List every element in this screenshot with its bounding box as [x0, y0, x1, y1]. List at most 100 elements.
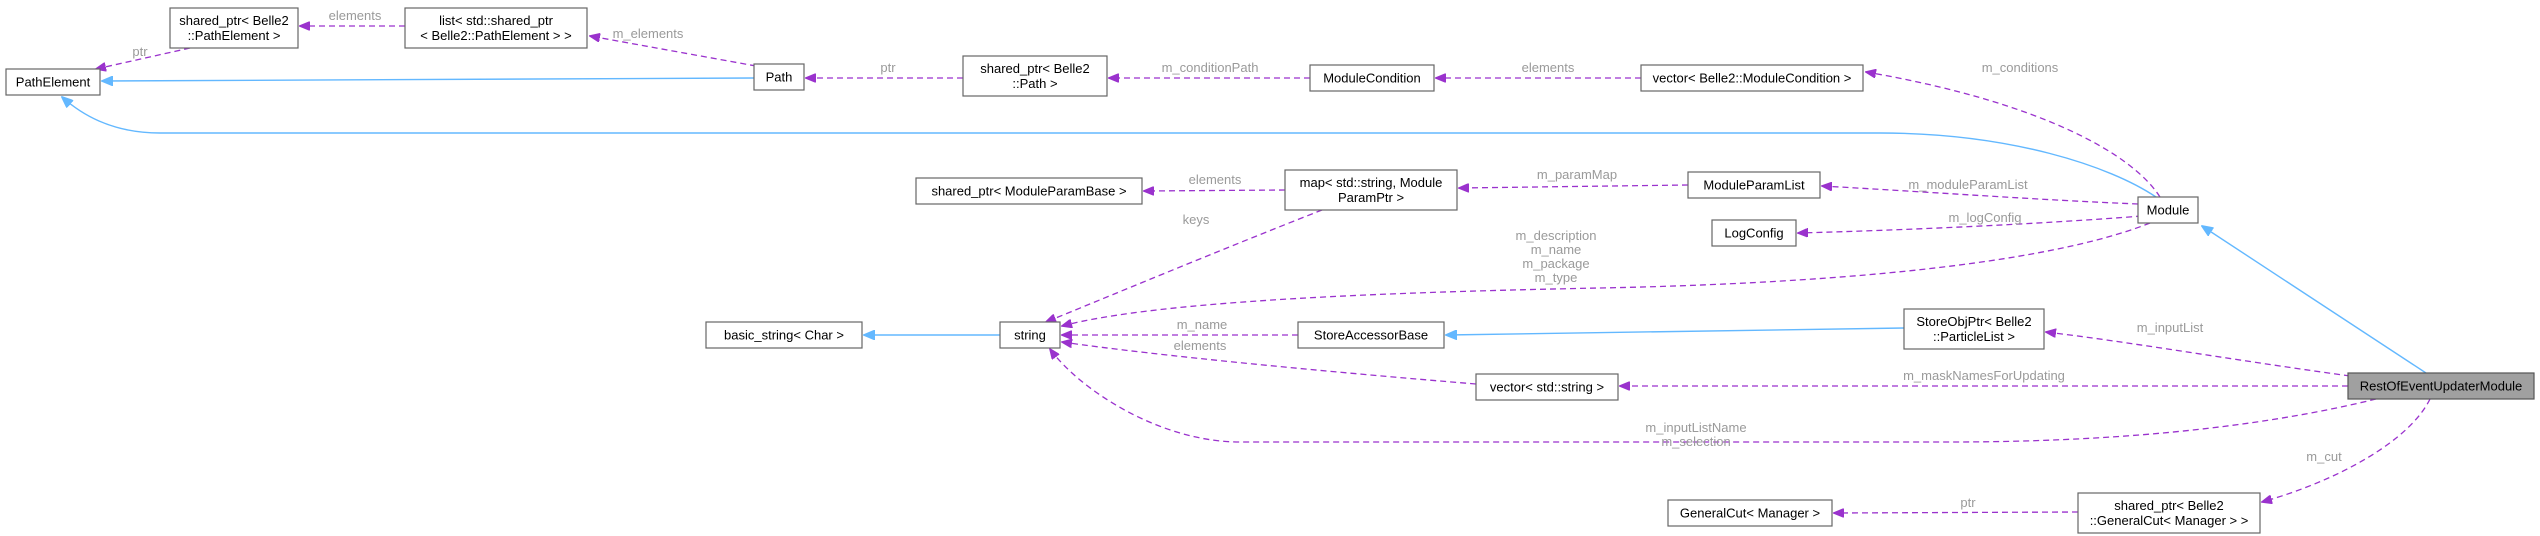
edge-sp_PathElement-to-PathElement — [96, 47, 191, 69]
node-label: map< std::string, Module — [1300, 175, 1443, 190]
node-label: ::GeneralCut< Manager > > — [2090, 513, 2249, 528]
edge-label: m_maskNamesForUpdating — [1903, 368, 2065, 383]
node-box — [962, 55, 1108, 97]
class-node-sp-path[interactable]: shared_ptr< Belle2::Path > — [962, 55, 1108, 97]
node-label: ::Path > — [1012, 76, 1057, 91]
edge-label: elements — [1522, 60, 1575, 75]
node-label: RestOfEventUpdaterModule — [2360, 379, 2523, 394]
edge-label: m_name — [1177, 317, 1228, 332]
class-node-modulecondition[interactable]: ModuleCondition — [1309, 64, 1435, 92]
node-label: vector< std::string > — [1490, 380, 1604, 395]
class-node-storeaccessorbase[interactable]: StoreAccessorBase — [1297, 321, 1445, 349]
edge-label: m_name — [1531, 242, 1582, 257]
class-node-string[interactable]: string — [999, 321, 1061, 349]
class-node-restofevent[interactable]: RestOfEventUpdaterModule — [2347, 372, 2535, 400]
node-label: string — [1014, 328, 1046, 343]
node-label: list< std::shared_ptr — [439, 13, 553, 28]
node-label: shared_ptr< Belle2 — [2114, 498, 2224, 513]
node-label: Path — [766, 70, 793, 85]
node-label: shared_ptr< Belle2 — [980, 61, 1090, 76]
class-node-module[interactable]: Module — [2137, 196, 2199, 224]
node-box — [2137, 196, 2199, 224]
node-box — [753, 63, 805, 91]
class-node-vec-string[interactable]: vector< std::string > — [1475, 373, 1619, 401]
node-label: ::PathElement > — [188, 28, 281, 43]
node-box — [1903, 308, 2045, 350]
edge-Module-to-string — [1062, 222, 2151, 326]
node-label: shared_ptr< ModuleParamBase > — [931, 184, 1126, 199]
node-box — [169, 7, 299, 49]
class-node-path[interactable]: Path — [753, 63, 805, 91]
node-label: ModuleCondition — [1323, 71, 1421, 86]
edge-Module-to-LogConfig — [1798, 215, 2143, 233]
node-label: Module — [2147, 203, 2190, 218]
edge-label: m_selection — [1661, 434, 1730, 449]
node-box — [1687, 171, 1821, 199]
edge-label: elements — [1189, 172, 1242, 187]
class-node-generalcut[interactable]: GeneralCut< Manager > — [1667, 499, 1833, 527]
node-label: ParamPtr > — [1338, 190, 1404, 205]
edge-label: m_elements — [613, 26, 684, 41]
node-label: < Belle2::PathElement > > — [420, 28, 571, 43]
class-node-pathelement[interactable]: PathElement — [5, 68, 101, 96]
class-node-basic-string[interactable]: basic_string< Char > — [705, 321, 863, 349]
node-label: StoreObjPtr< Belle2 — [1916, 314, 2031, 329]
edge-Module-to-vec_ModCond — [1866, 72, 2161, 198]
node-box — [1640, 64, 1864, 92]
node-box — [1309, 64, 1435, 92]
edge-StoreObjPtr-to-StoreAccessorBase — [1446, 327, 1905, 335]
class-node-sp-pathelement[interactable]: shared_ptr< Belle2::PathElement > — [169, 7, 299, 49]
edge-RestOfEvent-to-StoreObjPtr — [2046, 332, 2351, 377]
edge-label: m_inputList — [2137, 320, 2204, 335]
node-label: GeneralCut< Manager > — [1680, 506, 1820, 521]
node-box — [2077, 492, 2261, 534]
edge-label: m_cut — [2306, 449, 2342, 464]
edge-label: m_paramMap — [1537, 167, 1617, 182]
class-node-logconfig[interactable]: LogConfig — [1711, 219, 1797, 247]
node-box — [1711, 219, 1797, 247]
node-box — [5, 68, 101, 96]
node-box — [1297, 321, 1445, 349]
node-label: shared_ptr< Belle2 — [179, 13, 289, 28]
class-node-list-sp[interactable]: list< std::shared_ptr< Belle2::PathEleme… — [404, 7, 588, 49]
node-box — [915, 177, 1143, 205]
edge-Module-to-ModuleParamList — [1822, 186, 2139, 205]
node-label: ModuleParamList — [1703, 178, 1805, 193]
node-label: ::ParticleList > — [1933, 329, 2015, 344]
node-label: basic_string< Char > — [724, 328, 844, 343]
node-box — [705, 321, 863, 349]
node-box — [1667, 499, 1833, 527]
class-node-sp-generalcut[interactable]: shared_ptr< Belle2::GeneralCut< Manager … — [2077, 492, 2261, 534]
edge-ModuleParamList-to-map_ModParam — [1459, 185, 1689, 188]
edge-label: m_conditionPath — [1162, 60, 1259, 75]
edge-RestOfEvent-to-string — [1050, 349, 2377, 443]
edge-label: m_type — [1535, 270, 1578, 285]
class-node-vec-modcond[interactable]: vector< Belle2::ModuleCondition > — [1640, 64, 1864, 92]
edge-label: ptr — [880, 60, 896, 75]
edge-label: m_description — [1516, 228, 1597, 243]
edge-RestOfEvent-to-sp_GeneralCut — [2262, 398, 2431, 502]
edge-label: keys — [1183, 212, 1210, 227]
edge-RestOfEvent-to-Module — [2202, 226, 2427, 374]
edge-vec_string-to-string — [1062, 342, 1477, 385]
node-box — [999, 321, 1061, 349]
edge-label: m_package — [1522, 256, 1589, 271]
node-label: vector< Belle2::ModuleCondition > — [1653, 71, 1852, 86]
edge-label: m_conditions — [1982, 60, 2059, 75]
edge-label: elements — [1174, 338, 1227, 353]
node-box — [1284, 169, 1458, 211]
node-box — [1475, 373, 1619, 401]
node-box — [2347, 372, 2535, 400]
edge-label: elements — [329, 8, 382, 23]
class-node-sp-modparambase[interactable]: shared_ptr< ModuleParamBase > — [915, 177, 1143, 205]
edge-map_ModParam-to-sp_ModParamBase — [1144, 190, 1286, 191]
node-label: LogConfig — [1724, 226, 1783, 241]
edge-label: m_inputListName — [1645, 420, 1746, 435]
edge-Module-to-PathElement — [62, 97, 2157, 198]
edge-map_ModParam-to-string — [1046, 209, 1323, 322]
edge-sp_GeneralCut-to-GeneralCut — [1834, 512, 2079, 513]
class-node-moduleparamlist[interactable]: ModuleParamList — [1687, 171, 1821, 199]
class-node-storeobjptr[interactable]: StoreObjPtr< Belle2::ParticleList > — [1903, 308, 2045, 350]
